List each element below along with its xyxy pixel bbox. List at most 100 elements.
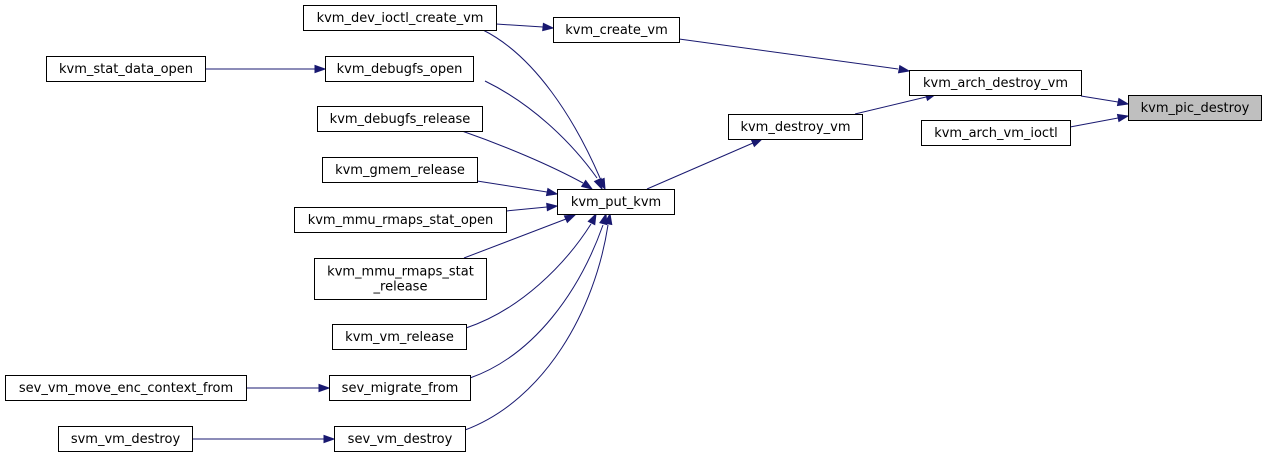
arrow-head bbox=[897, 64, 911, 74]
edge-line bbox=[463, 218, 567, 259]
edge-line bbox=[464, 224, 609, 431]
node-label: kvm_pic_destroy bbox=[1141, 101, 1250, 116]
arrow-head bbox=[545, 187, 559, 197]
edge-kvm_arch_destroy_vm-to-kvm_pic_destroy bbox=[1080, 95, 1130, 107]
arrow-head bbox=[1116, 113, 1130, 123]
edge-sev_vm_move_enc_context_from-to-sev_migrate_from bbox=[246, 383, 331, 393]
node-label: svm_vm_destroy bbox=[71, 432, 181, 447]
node-label: kvm_mmu_rmaps_stat_open bbox=[308, 213, 494, 228]
node-kvm-debugfs-release[interactable]: kvm_debugfs_release bbox=[317, 106, 483, 132]
arrow-head bbox=[587, 212, 597, 226]
edge-line bbox=[484, 80, 598, 179]
node-kvm-stat-data-open[interactable]: kvm_stat_data_open bbox=[46, 56, 206, 82]
node-label: sev_vm_destroy bbox=[348, 432, 453, 447]
node-box bbox=[909, 70, 1082, 96]
edge-line bbox=[646, 142, 754, 190]
node-label: kvm_stat_data_open bbox=[59, 62, 193, 77]
node-kvm-gmem-release[interactable]: kvm_gmem_release bbox=[322, 157, 478, 183]
arrow-head bbox=[580, 179, 594, 190]
edge-kvm_debugfs_open-to-kvm_put_kvm bbox=[484, 80, 603, 191]
node-sev-vm-move-enc-context-from[interactable]: sev_vm_move_enc_context_from bbox=[5, 375, 247, 401]
nodes-layer: kvm_pic_destroy kvm_arch_destroy_vm kvm_ar… bbox=[5, 5, 1262, 452]
arrow-head bbox=[323, 434, 336, 444]
edge-sev_vm_destroy-to-kvm_put_kvm bbox=[464, 212, 613, 431]
node-kvm-put-kvm[interactable]: kvm_put_kvm bbox=[557, 189, 675, 215]
node-box bbox=[553, 17, 680, 43]
node-box bbox=[334, 426, 466, 452]
arrow-head bbox=[563, 214, 577, 224]
node-box bbox=[325, 56, 474, 82]
node-box bbox=[728, 114, 863, 140]
node-box bbox=[58, 426, 193, 452]
node-kvm-create-vm[interactable]: kvm_create_vm bbox=[553, 17, 680, 43]
edge-line bbox=[495, 23, 544, 28]
arrow-head bbox=[1116, 97, 1130, 107]
node-box bbox=[329, 375, 471, 401]
edge-svm_vm_destroy-to-sev_vm_destroy bbox=[192, 434, 336, 444]
edge-line bbox=[469, 224, 604, 379]
node-kvm-mmu-rmaps-stat-open[interactable]: kvm_mmu_rmaps_stat_open bbox=[294, 207, 507, 233]
node-label: kvm_destroy_vm bbox=[740, 120, 850, 135]
edge-line bbox=[1080, 95, 1119, 103]
node-box bbox=[317, 106, 483, 132]
node-label: kvm_arch_destroy_vm bbox=[923, 76, 1068, 91]
node-label: _release bbox=[373, 280, 428, 295]
node-label: kvm_arch_vm_ioctl bbox=[934, 126, 1058, 141]
node-box bbox=[921, 120, 1071, 146]
node-kvm-vm-release[interactable]: kvm_vm_release bbox=[332, 324, 467, 350]
node-label: kvm_vm_release bbox=[345, 330, 454, 345]
edge-kvm_put_kvm-to-kvm_destroy_vm bbox=[646, 138, 764, 190]
edge-kvm_dev_ioctl_create_vm-to-kvm_put_kvm bbox=[482, 29, 606, 191]
arrow-head bbox=[542, 22, 555, 32]
edge-kvm_arch_vm_ioctl-to-kvm_pic_destroy bbox=[1069, 113, 1130, 128]
edge-kvm_create_vm-to-kvm_arch_destroy_vm bbox=[678, 38, 911, 74]
node-label: kvm_dev_ioctl_create_vm bbox=[317, 11, 484, 26]
node-label: kvm_put_kvm bbox=[571, 195, 661, 210]
node-box bbox=[557, 189, 675, 215]
edge-line bbox=[465, 223, 592, 329]
node-kvm-debugfs-open[interactable]: kvm_debugfs_open bbox=[325, 56, 474, 82]
edge-line bbox=[461, 130, 584, 184]
node-box bbox=[303, 5, 497, 31]
edge-kvm_stat_data_open-to-kvm_debugfs_open bbox=[205, 64, 327, 74]
edge-line bbox=[476, 180, 548, 193]
node-kvm-arch-destroy-vm[interactable]: kvm_arch_destroy_vm bbox=[909, 70, 1082, 96]
node-sev-vm-destroy[interactable]: sev_vm_destroy bbox=[334, 426, 466, 452]
edge-kvm_vm_release-to-kvm_put_kvm bbox=[465, 212, 597, 329]
node-label: kvm_debugfs_open bbox=[337, 62, 463, 77]
arrow-head bbox=[750, 138, 764, 148]
node-box bbox=[5, 375, 247, 401]
edge-kvm_destroy_vm-to-kvm_arch_destroy_vm bbox=[854, 92, 938, 115]
node-kvm-arch-vm-ioctl[interactable]: kvm_arch_vm_ioctl bbox=[921, 120, 1071, 146]
node-label: kvm_mmu_rmaps_stat bbox=[327, 265, 474, 280]
node-label: kvm_create_vm bbox=[565, 23, 668, 38]
node-label: sev_migrate_from bbox=[342, 381, 459, 396]
edge-line bbox=[482, 29, 601, 179]
arrow-head bbox=[546, 202, 559, 212]
node-svm-vm-destroy[interactable]: svm_vm_destroy bbox=[58, 426, 193, 452]
node-label: kvm_gmem_release bbox=[335, 163, 465, 178]
edge-sev_migrate_from-to-kvm_put_kvm bbox=[469, 212, 608, 379]
edges-layer bbox=[192, 22, 1130, 444]
node-box bbox=[314, 258, 487, 300]
node-box bbox=[294, 207, 507, 233]
node-kvm-pic-destroy[interactable]: kvm_pic_destroy bbox=[1128, 95, 1262, 121]
node-box bbox=[46, 56, 206, 82]
node-sev-migrate-from[interactable]: sev_migrate_from bbox=[329, 375, 471, 401]
arrow-head bbox=[593, 177, 603, 191]
node-kvm-dev-ioctl-create-vm[interactable]: kvm_dev_ioctl_create_vm bbox=[303, 5, 497, 31]
edge-kvm_debugfs_release-to-kvm_put_kvm bbox=[461, 130, 594, 190]
node-kvm-mmu-rmaps-stat-release[interactable]: kvm_mmu_rmaps_stat_release bbox=[314, 258, 487, 300]
edge-line bbox=[854, 96, 927, 115]
node-kvm-destroy-vm[interactable]: kvm_destroy_vm bbox=[728, 114, 863, 140]
arrow-head bbox=[314, 64, 327, 74]
arrow-head bbox=[603, 212, 613, 226]
node-label: sev_vm_move_enc_context_from bbox=[19, 381, 233, 396]
edge-kvm_gmem_release-to-kvm_put_kvm bbox=[476, 180, 559, 197]
node-box bbox=[322, 157, 478, 183]
edge-kvm_dev_ioctl_create_vm-to-kvm_create_vm bbox=[495, 22, 555, 32]
edge-kvm_mmu_rmaps_stat_open-to-kvm_put_kvm bbox=[505, 202, 559, 212]
edge-line bbox=[678, 38, 899, 70]
node-box bbox=[332, 324, 467, 350]
